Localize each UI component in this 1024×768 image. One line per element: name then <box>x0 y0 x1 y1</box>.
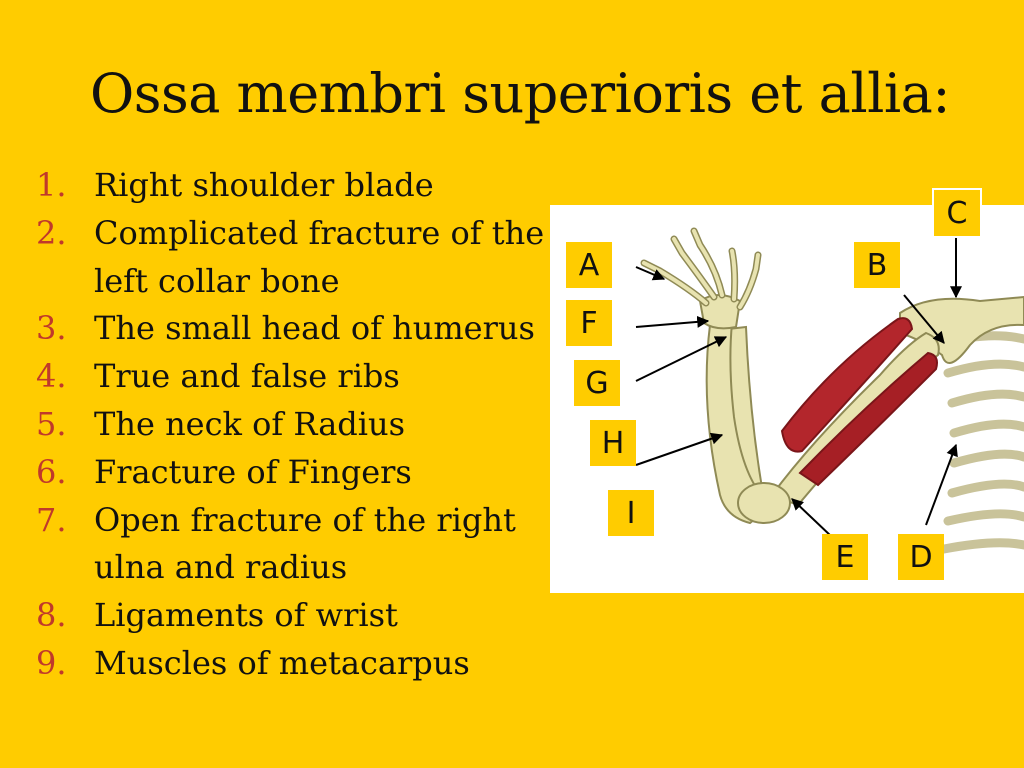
list-item: 1. Right shoulder blade <box>36 162 546 210</box>
item-text: The small head of humerus <box>94 309 535 348</box>
item-number: 1. <box>36 166 67 204</box>
list-item: 4. True and false ribs <box>36 353 546 401</box>
item-text: Complicated fracture of the left collar … <box>94 213 545 300</box>
item-text: True and false ribs <box>94 357 400 396</box>
elbow-joint-shape <box>737 482 791 524</box>
item-number: 6. <box>36 452 67 491</box>
triceps-muscle-shape <box>798 351 938 487</box>
item-number: 8. <box>36 596 67 635</box>
finger-bones-fill <box>642 229 760 309</box>
item-number: 4. <box>36 357 67 396</box>
list-item: 5. The neck of Radius <box>36 401 546 449</box>
answer-list: 1. Right shoulder blade 2. Complicated fra… <box>36 162 546 688</box>
label-a: A <box>566 242 612 288</box>
item-number: 9. <box>36 643 67 682</box>
item-text: The neck of Radius <box>94 404 406 443</box>
label-c: C <box>932 188 982 238</box>
item-number: 5. <box>36 404 67 443</box>
label-f: F <box>566 300 612 346</box>
list-item: 3. The small head of humerus <box>36 305 546 353</box>
item-text: Open fracture of the right ulna and radi… <box>94 500 516 587</box>
label-d: D <box>898 534 944 580</box>
item-text: Fracture of Fingers <box>94 452 412 491</box>
biceps-muscle-shape <box>780 317 914 453</box>
list-item: 6. Fracture of Fingers <box>36 449 546 497</box>
item-number: 3. <box>36 309 67 348</box>
item-number: 2. <box>36 213 67 252</box>
label-e: E <box>822 534 868 580</box>
list-item: 2. Complicated fracture of the left colla… <box>36 210 546 306</box>
arm-skeleton-illustration <box>635 227 1024 554</box>
item-text: Right shoulder blade <box>94 166 434 204</box>
slide-title: Ossa membri superioris et allia: <box>90 62 951 125</box>
list-item: 9. Muscles of metacarpus <box>36 640 546 688</box>
list-item: 8. Ligaments of wrist <box>36 592 546 640</box>
label-h: H <box>590 420 636 466</box>
item-number: 7. <box>36 500 67 539</box>
item-text: Muscles of metacarpus <box>94 643 470 682</box>
label-i: I <box>608 490 654 536</box>
item-text: Ligaments of wrist <box>94 596 398 635</box>
pointer-arrows <box>635 235 962 538</box>
list-item: 7. Open fracture of the right ulna and ra… <box>36 497 546 593</box>
label-g: G <box>574 360 620 406</box>
label-b: B <box>854 242 900 288</box>
